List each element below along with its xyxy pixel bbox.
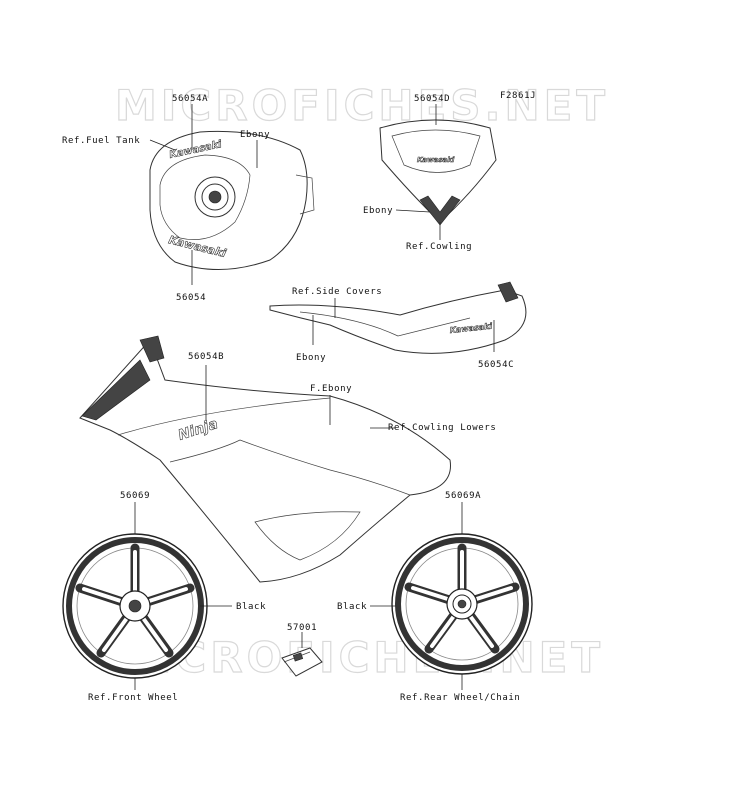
label-57001: 57001 (287, 623, 317, 633)
label-ref-side-covers: Ref.Side Covers (292, 287, 382, 297)
side-cover-illustration: Kawasaki (269, 281, 527, 354)
front-wheel-illustration (62, 533, 208, 679)
figure-code: F2861J (500, 91, 536, 101)
label-ebony-tank: Ebony (240, 130, 270, 140)
label-56069A: 56069A (445, 491, 481, 501)
leader-ref-fuel-tank (149, 139, 176, 151)
fuel-tank-illustration: Kawasaki Kawasaki (149, 130, 315, 270)
label-ref-cowling: Ref.Cowling (406, 242, 472, 252)
part-57001-illustration (281, 647, 323, 677)
label-56054A: 56054A (172, 94, 208, 104)
label-56069: 56069 (120, 491, 150, 501)
cowling-decal: Kawasaki (417, 156, 455, 164)
cowling-lowers-illustration: Ninja (79, 335, 451, 583)
leader-ebony-cowling (395, 209, 431, 213)
watermark-top: MICROFICHES.NET (115, 81, 609, 130)
label-ref-rear-wheel: Ref.Rear Wheel/Chain (400, 693, 520, 703)
label-56054D: 56054D (414, 94, 450, 104)
rear-wheel-illustration (391, 533, 533, 675)
label-black-rear: Black (337, 602, 367, 612)
label-f-ebony: F.Ebony (310, 384, 352, 394)
label-ref-fuel-tank: Ref.Fuel Tank (62, 136, 140, 146)
label-ref-cowling-lowers: Ref.Cowling Lowers (388, 423, 496, 433)
label-black-front: Black (236, 602, 266, 612)
label-56054C: 56054C (478, 360, 514, 370)
label-ebony-cowling: Ebony (363, 206, 393, 216)
label-ebony-side: Ebony (296, 353, 326, 363)
upper-cowling-illustration: Kawasaki (379, 119, 497, 226)
label-56054B: 56054B (188, 352, 224, 362)
label-ref-front-wheel: Ref.Front Wheel (88, 693, 178, 703)
label-56054: 56054 (176, 293, 206, 303)
